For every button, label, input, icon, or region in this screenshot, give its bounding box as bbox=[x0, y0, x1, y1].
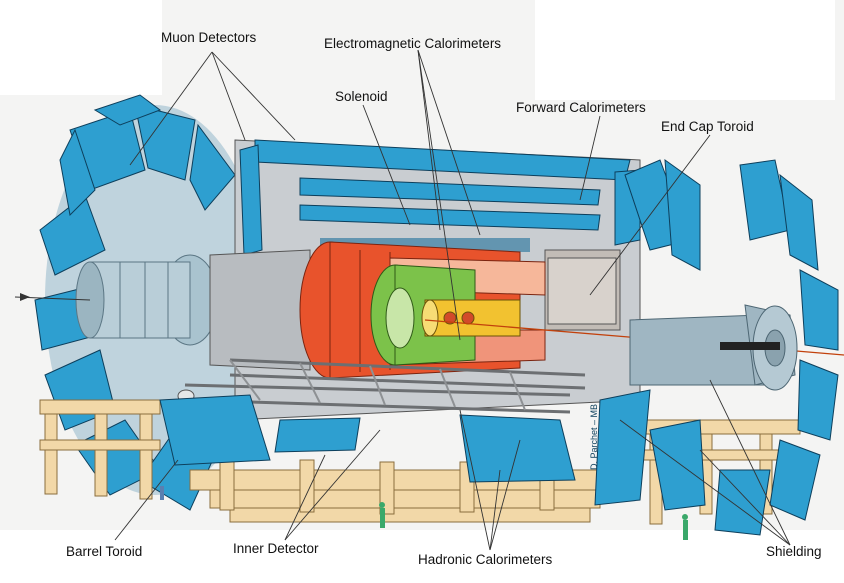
barrel bbox=[159, 139, 844, 483]
label-shielding: Shielding bbox=[766, 544, 822, 559]
illustrator-credit: D. Parchet – MB bbox=[589, 403, 599, 470]
label-panel-top-right bbox=[535, 0, 835, 100]
right-end-cap-wheel bbox=[594, 158, 839, 536]
label-inner-detector: Inner Detector bbox=[233, 541, 319, 556]
label-panel-top-left bbox=[0, 0, 162, 95]
label-electromagnetic-calorimeters: Electromagnetic Calorimeters bbox=[324, 36, 502, 51]
label-muon-detectors: Muon Detectors bbox=[161, 30, 257, 45]
label-end-cap-toroid: End Cap Toroid bbox=[661, 119, 754, 134]
scale-figures bbox=[160, 486, 688, 540]
label-forward-calorimeters: Forward Calorimeters bbox=[516, 100, 646, 115]
label-panel-bottom bbox=[0, 530, 844, 583]
label-solenoid: Solenoid bbox=[335, 89, 388, 104]
label-hadronic-calorimeters: Hadronic Calorimeters bbox=[418, 552, 553, 567]
leader-lines bbox=[114, 49, 791, 551]
label-barrel-toroid: Barrel Toroid bbox=[66, 544, 143, 559]
